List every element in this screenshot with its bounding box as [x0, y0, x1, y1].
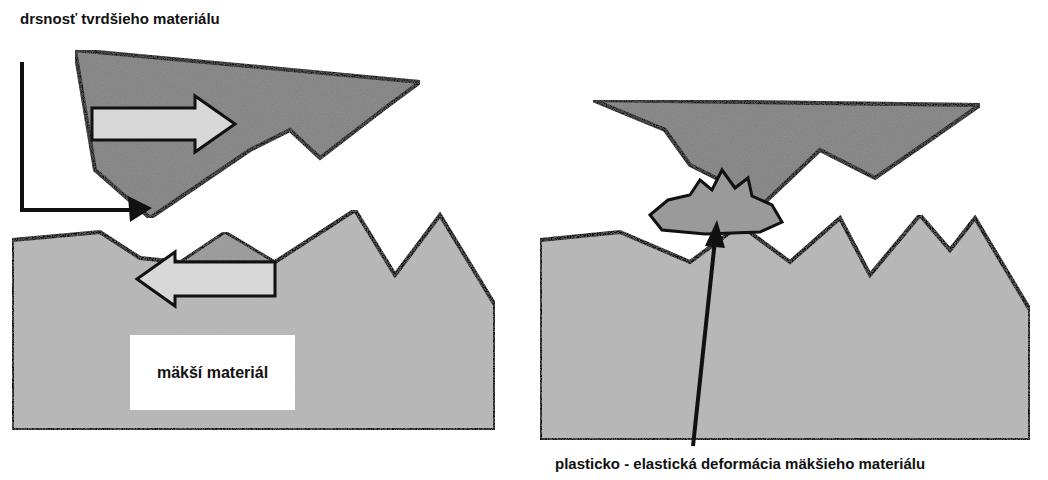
motion-arrow [92, 96, 235, 152]
motion-arrow [137, 252, 275, 306]
label-box: mäkší materiál [130, 335, 295, 410]
caption-label: plasticko - elastická deformácia mäkšieh… [553, 455, 927, 472]
harder-material [75, 50, 420, 218]
material-name: mäkší materiál [157, 364, 268, 382]
softer-material [540, 215, 1030, 440]
harder-material [593, 100, 980, 205]
pointer-head [128, 196, 152, 222]
softer-material [12, 210, 495, 430]
caption-label: drsnosť tvrdšieho materiálu [18, 10, 222, 27]
leader-head [705, 220, 725, 248]
asperity [180, 232, 275, 262]
leader-line [693, 240, 715, 446]
